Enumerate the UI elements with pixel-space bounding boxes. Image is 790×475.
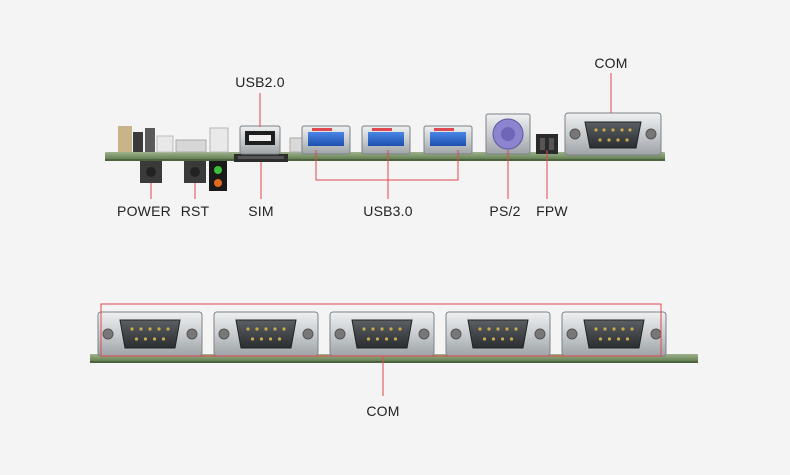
power-button-part: [140, 161, 162, 183]
label-rst: RST: [180, 203, 210, 219]
usb3-port-1-part: [301, 125, 351, 155]
bottom-board: [90, 311, 698, 363]
small-components: [175, 127, 305, 153]
status-leds: [209, 161, 227, 191]
bottom-callouts: [100, 303, 662, 396]
top-callouts: [150, 73, 612, 199]
com-port-bottom-1: [97, 311, 203, 357]
label-usb30: USB3.0: [363, 203, 413, 219]
audio-jack: [118, 126, 174, 153]
label-usb20: USB2.0: [235, 74, 285, 90]
com-group-frame: [100, 303, 662, 357]
reset-button-part: [184, 161, 206, 183]
com-port-bottom-3: [329, 311, 435, 357]
pcb-edge-shadow: [105, 159, 665, 161]
led-orange: [214, 179, 222, 187]
label-com-top: COM: [594, 55, 628, 71]
label-sim: SIM: [248, 203, 274, 219]
com-port-bottom-4: [445, 311, 551, 357]
label-ps2: PS/2: [489, 203, 521, 219]
usb2-port-part: [239, 125, 281, 155]
top-board: [105, 112, 665, 191]
usb3-port-2-part: [361, 125, 411, 155]
label-fpw: FPW: [536, 203, 568, 219]
fpw-header-part: [536, 134, 558, 154]
led-green: [214, 166, 222, 174]
sim-slot-part: [234, 154, 288, 162]
pcb-edge-bottom: [90, 354, 698, 362]
label-com-bottom: COM: [366, 403, 400, 419]
usb3-port-3-part: [423, 125, 473, 155]
com-port-bottom-5: [561, 311, 667, 357]
com-port-top-part: [564, 112, 662, 156]
label-power: POWER: [117, 203, 171, 219]
com-port-bottom-2: [213, 311, 319, 357]
usb30-bracket: [315, 150, 459, 181]
ps2-port-part: [485, 113, 531, 155]
